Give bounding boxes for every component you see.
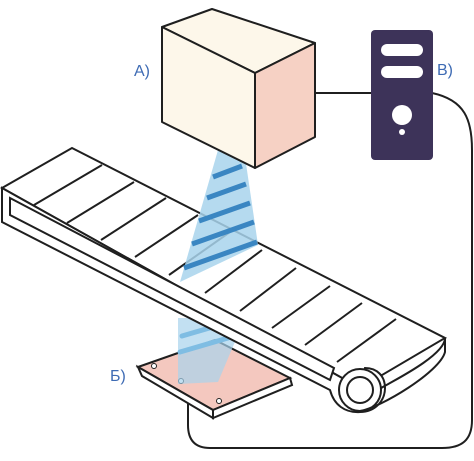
scan-beam (180, 150, 258, 282)
label-camera: А) (134, 63, 150, 80)
label-computer: В) (437, 62, 453, 79)
label-part: Б) (110, 368, 126, 385)
signal-cable (187, 92, 473, 449)
camera-box (161, 8, 316, 169)
conveyor-belt (0, 146, 448, 414)
computer-tower-icon (371, 30, 433, 160)
